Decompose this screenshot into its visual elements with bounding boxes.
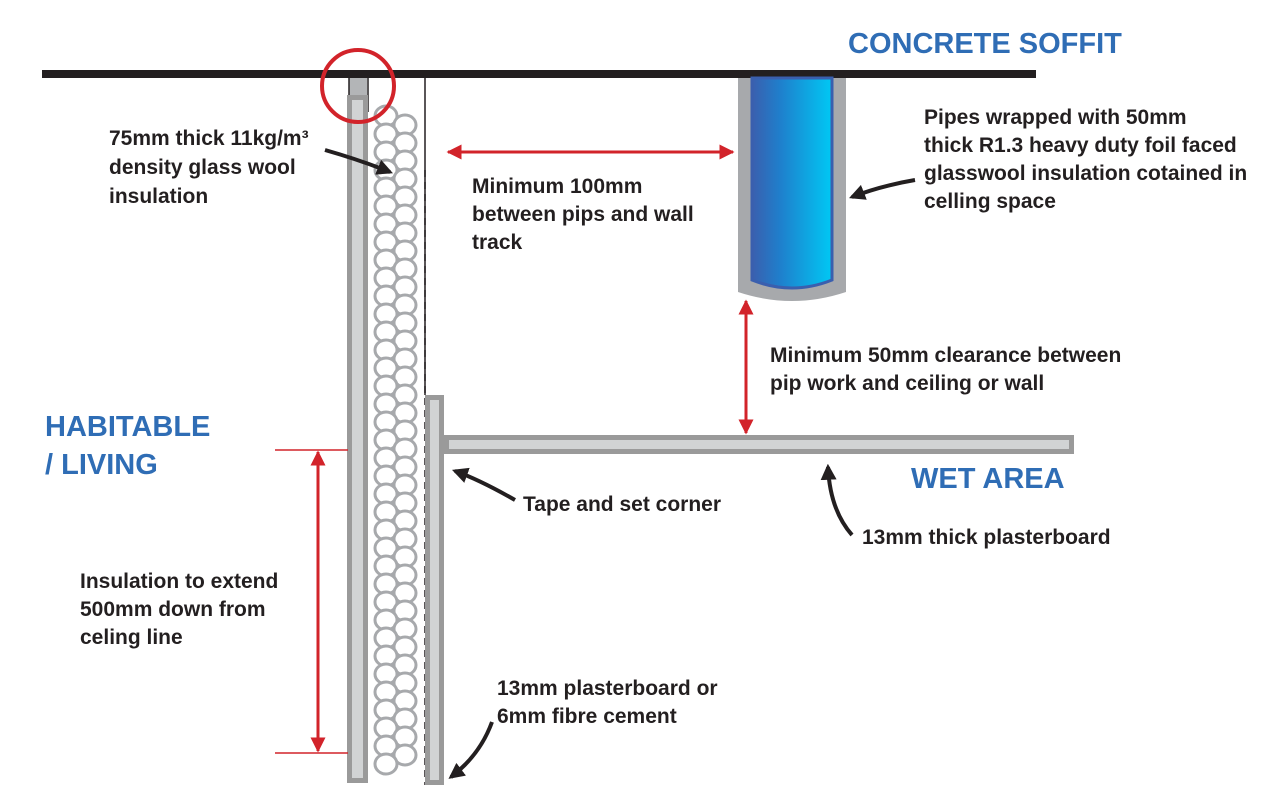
- glass-wool-insulation: [373, 104, 418, 776]
- tape-corner-label: Tape and set corner: [523, 493, 721, 516]
- board-or-cement-label: 13mm plasterboard or 6mm fibre cement: [497, 677, 723, 728]
- plasterboard-13mm-label: 13mm thick plasterboard: [862, 526, 1111, 549]
- concrete-soffit-line: [42, 70, 1036, 78]
- pointer-arrow-glasswool: [324, 148, 393, 175]
- insulation-extend-label: Insulation to extend 500mm down from cel…: [80, 570, 284, 649]
- pointer-arrow-pipes: [849, 178, 916, 200]
- glasswool-label: 75mm thick 11kg/m³ density glass wool in…: [109, 127, 314, 208]
- habitable-living-label: HABITABLE / LIVING: [45, 411, 218, 481]
- pointer-arrow-board-or-cement: [448, 721, 494, 779]
- pointer-arrow-tape: [451, 467, 516, 502]
- detail-highlight-circle: [320, 48, 396, 124]
- concrete-soffit-label: CONCRETE SOFFIT: [848, 28, 1122, 60]
- pointer-arrow-plasterboard: [820, 463, 854, 537]
- insulation-fibre-circle: [373, 752, 399, 776]
- insulation-fibre-circle: [392, 743, 418, 767]
- min-100mm-label: Minimum 100mm between pips and wall trac…: [472, 175, 700, 254]
- min-50mm-label: Minimum 50mm clearance between pip work …: [770, 344, 1127, 395]
- pipes-label: Pipes wrapped with 50mm thick R1.3 heavy…: [924, 106, 1253, 213]
- wet-area-label: WET AREA: [911, 463, 1065, 495]
- pipe: [750, 76, 834, 290]
- top-track-block: [349, 78, 367, 96]
